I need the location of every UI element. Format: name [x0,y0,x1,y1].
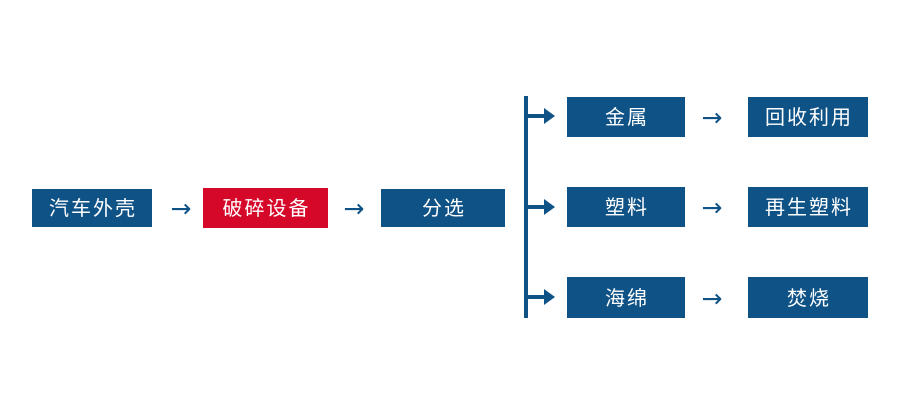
right-arrow-icon: → [701,192,723,222]
right-arrow-icon: → [343,193,365,223]
branch-stub-sponge [524,295,545,299]
branch-stub-metal [524,114,545,118]
node-crushing-equipment[interactable]: 破碎设备 [203,188,328,228]
node-recycled-plastic[interactable]: 再生塑料 [748,187,868,227]
node-incineration[interactable]: 焚烧 [748,277,868,318]
node-plastic[interactable]: 塑料 [567,187,685,227]
right-arrow-icon: → [701,102,723,132]
node-sponge[interactable]: 海绵 [567,277,685,318]
branch-arrowhead-metal [544,108,555,124]
branch-arrowhead-sponge [544,289,555,305]
node-recycling-reuse[interactable]: 回收利用 [748,97,868,137]
right-arrow-icon: → [170,193,192,223]
branch-arrowhead-plastic [544,199,555,215]
node-metal[interactable]: 金属 [567,97,685,137]
node-sorting[interactable]: 分选 [381,189,505,227]
right-arrow-icon: → [701,283,723,313]
branch-stub-plastic [524,205,545,209]
node-car-shell[interactable]: 汽车外壳 [32,189,152,227]
